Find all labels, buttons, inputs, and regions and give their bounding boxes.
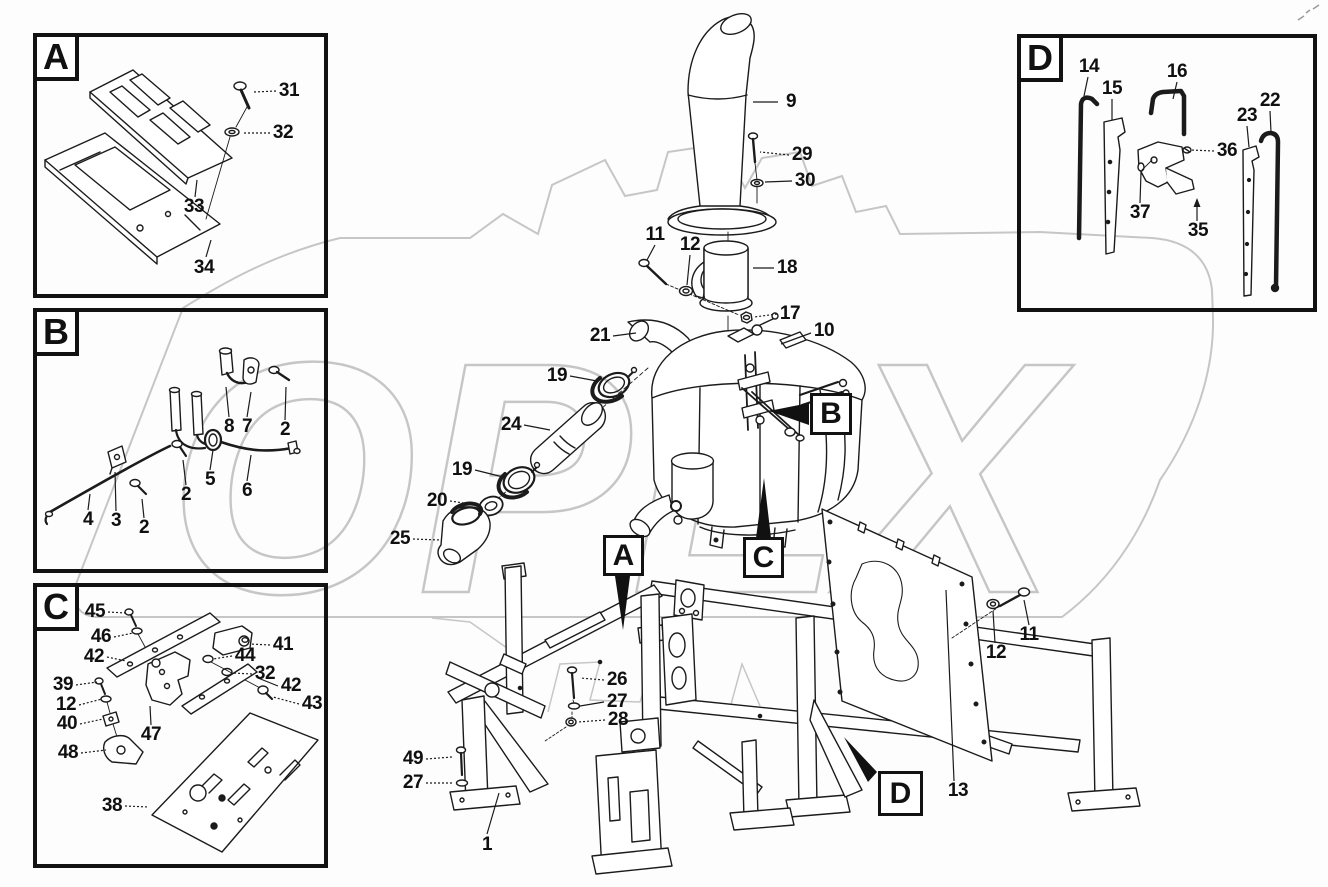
part-number-label: 26: [606, 669, 628, 690]
part-number-label: 12: [679, 234, 701, 255]
part-number-label: 38: [101, 795, 123, 816]
part-number-label: 49: [402, 748, 424, 769]
part-number-label: 44: [234, 645, 256, 666]
part-number-label: 3: [110, 510, 122, 531]
corner-marks: [1297, 4, 1320, 21]
part-number-label: 12: [55, 694, 77, 715]
part-number-label: 8: [223, 416, 235, 437]
part-number-label: 2: [138, 517, 150, 538]
panel-a-parts: [44, 69, 251, 265]
part-number-label: 31: [278, 80, 300, 101]
support-frame: [445, 562, 1141, 875]
inset-panel-d: D: [1017, 34, 1317, 312]
part-number-label: 46: [90, 626, 112, 647]
inset-panel-a: A: [33, 33, 328, 298]
part-number-label: 19: [546, 365, 568, 386]
callout-marker-b: B: [810, 393, 852, 435]
part-number-label: 36: [1216, 140, 1238, 161]
part-number-label: 17: [779, 303, 801, 324]
part-number-label: 19: [451, 459, 473, 480]
part-number-label: 30: [794, 170, 816, 191]
part-number-label: 32: [254, 663, 276, 684]
part-number-label: 42: [83, 646, 105, 667]
panel-a-label: A: [33, 33, 79, 81]
part-number-label: 43: [301, 693, 323, 714]
part-number-label: 45: [84, 601, 106, 622]
panel-b-label: B: [33, 308, 79, 356]
part-number-label: 12: [985, 642, 1007, 663]
part-number-label: 47: [140, 724, 162, 745]
part-number-label: 34: [193, 257, 215, 278]
part-number-label: 33: [183, 196, 205, 217]
muffler-assembly: [629, 312, 866, 549]
exhaust-stack: [667, 13, 777, 236]
part-number-label: 10: [813, 320, 835, 341]
part-number-label: 7: [241, 416, 253, 437]
part-number-label: 1: [481, 834, 493, 855]
part-number-label: 37: [1129, 202, 1151, 223]
callout-marker-d: D: [878, 771, 923, 816]
part-number-label: 14: [1078, 56, 1100, 77]
panel-c-parts: [94, 608, 319, 853]
part-number-label: 48: [57, 742, 79, 763]
part-number-label: 5: [204, 469, 216, 490]
part-number-label: 18: [776, 257, 798, 278]
inset-panel-c: C: [33, 583, 328, 868]
part-number-label: 39: [52, 674, 74, 695]
part-number-label: 28: [607, 709, 629, 730]
inset-panel-b: B: [33, 308, 328, 573]
part-number-label: 42: [280, 675, 302, 696]
part-number-label: 11: [1019, 624, 1039, 645]
part-number-label: 40: [56, 713, 78, 734]
panel-b-parts: [44, 347, 301, 526]
part-number-label: 2: [180, 484, 192, 505]
leader-lines: [75, 76, 1272, 835]
part-number-label: 13: [947, 780, 969, 801]
part-number-label: 27: [606, 691, 628, 712]
frame-hardware: [455, 666, 581, 787]
part-number-label: 21: [589, 325, 611, 346]
part-number-label: 24: [500, 414, 522, 435]
part-number-label: 2: [279, 419, 291, 440]
callout-marker-c: C: [743, 537, 784, 578]
side-panel-13: [821, 508, 1031, 762]
part-number-label: 9: [785, 91, 797, 112]
part-number-label: 6: [241, 480, 253, 501]
panel-c-label: C: [33, 583, 79, 631]
panel-d-parts: [1076, 88, 1281, 297]
part-number-label: 4: [82, 509, 94, 530]
part-number-label: 29: [791, 144, 813, 165]
part-number-label: 15: [1101, 78, 1123, 99]
callout-marker-a: A: [603, 535, 644, 576]
part-number-label: 23: [1236, 105, 1258, 126]
marker-arrows: [615, 403, 877, 782]
part-number-label: 32: [272, 122, 294, 143]
part-number-label: 22: [1259, 90, 1281, 111]
part-number-label: 20: [426, 490, 448, 511]
part-number-label: 35: [1187, 220, 1209, 241]
panel-d-label: D: [1017, 34, 1063, 82]
part-number-label: 16: [1166, 61, 1188, 82]
part-number-label: 27: [402, 772, 424, 793]
part-number-label: 11: [645, 224, 665, 245]
part-number-label: 25: [389, 528, 411, 549]
part-number-label: 41: [272, 634, 294, 655]
